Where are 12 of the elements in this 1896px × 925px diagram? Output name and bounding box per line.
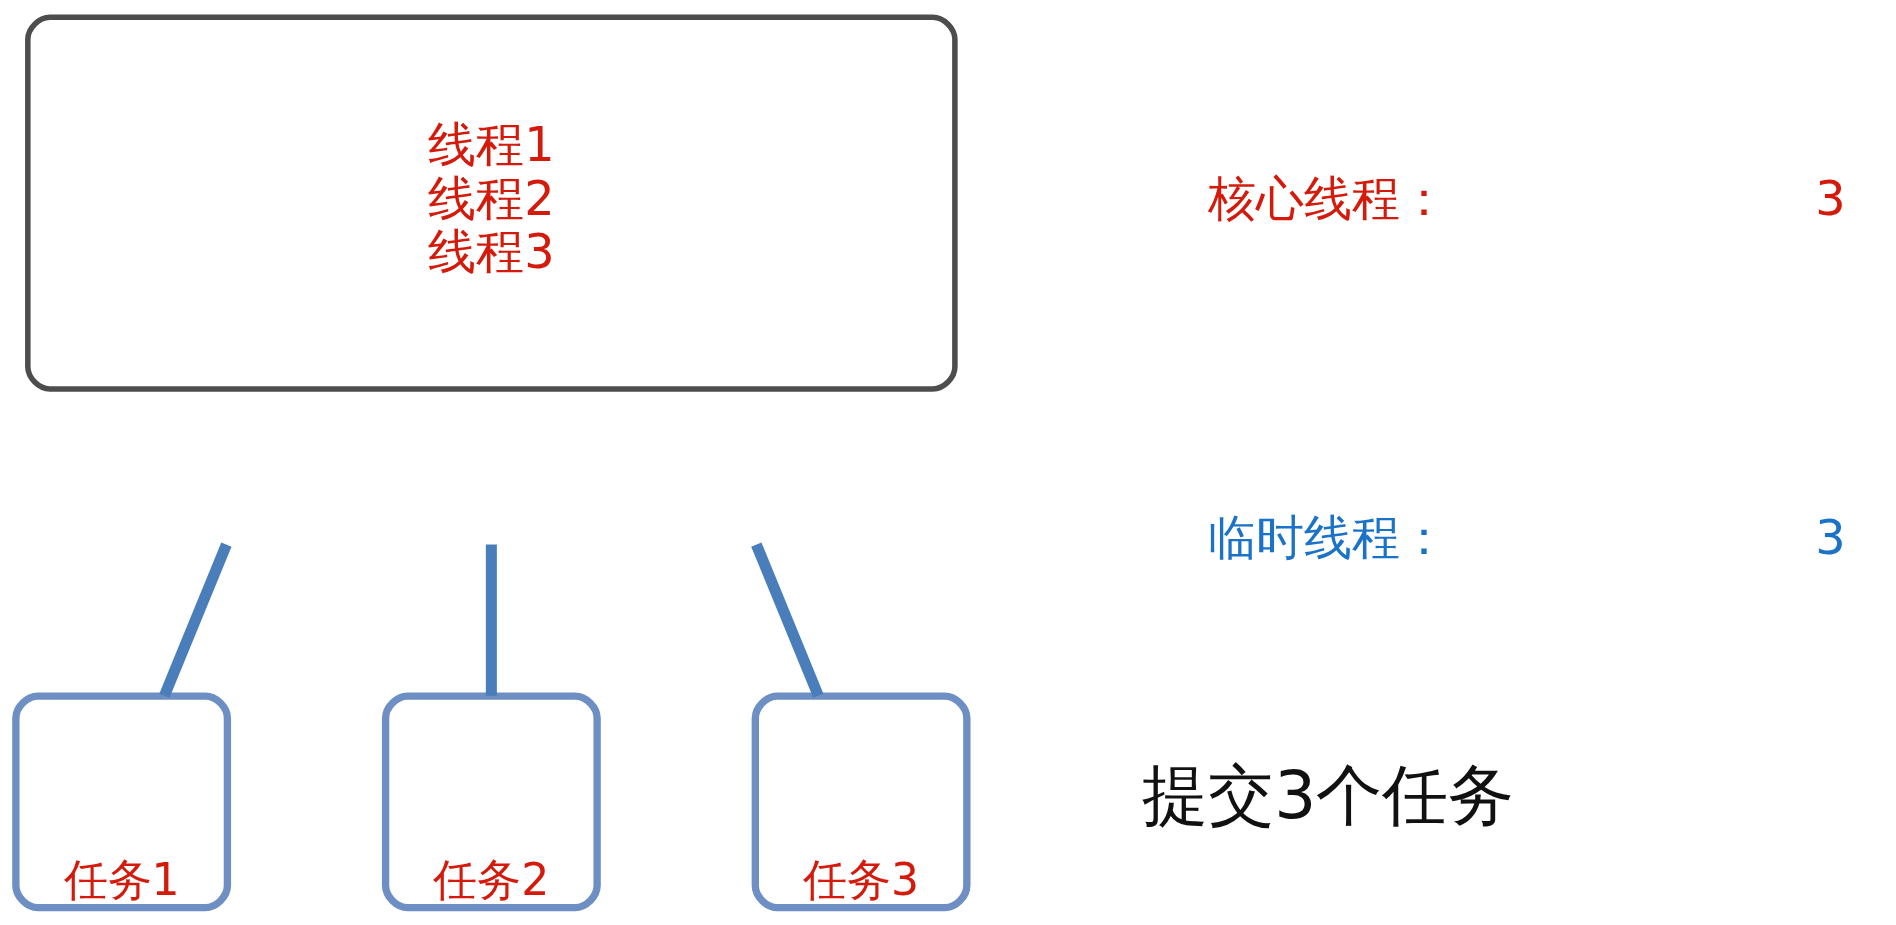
connector [159, 542, 232, 698]
node-box: 任务2 [381, 692, 601, 912]
label: 提交3个任务 [1142, 757, 1515, 835]
node-box: 线程1 线程2 线程3 [25, 14, 958, 392]
label: 3 [1815, 170, 1846, 226]
label: 3 [1815, 510, 1846, 566]
label: 核心线程： [1208, 170, 1449, 226]
label: 临时线程： [1208, 510, 1449, 566]
connector [751, 542, 824, 698]
node-box: 任务3 [751, 692, 971, 912]
connector [485, 544, 497, 696]
node-box: 任务1 [12, 692, 232, 912]
